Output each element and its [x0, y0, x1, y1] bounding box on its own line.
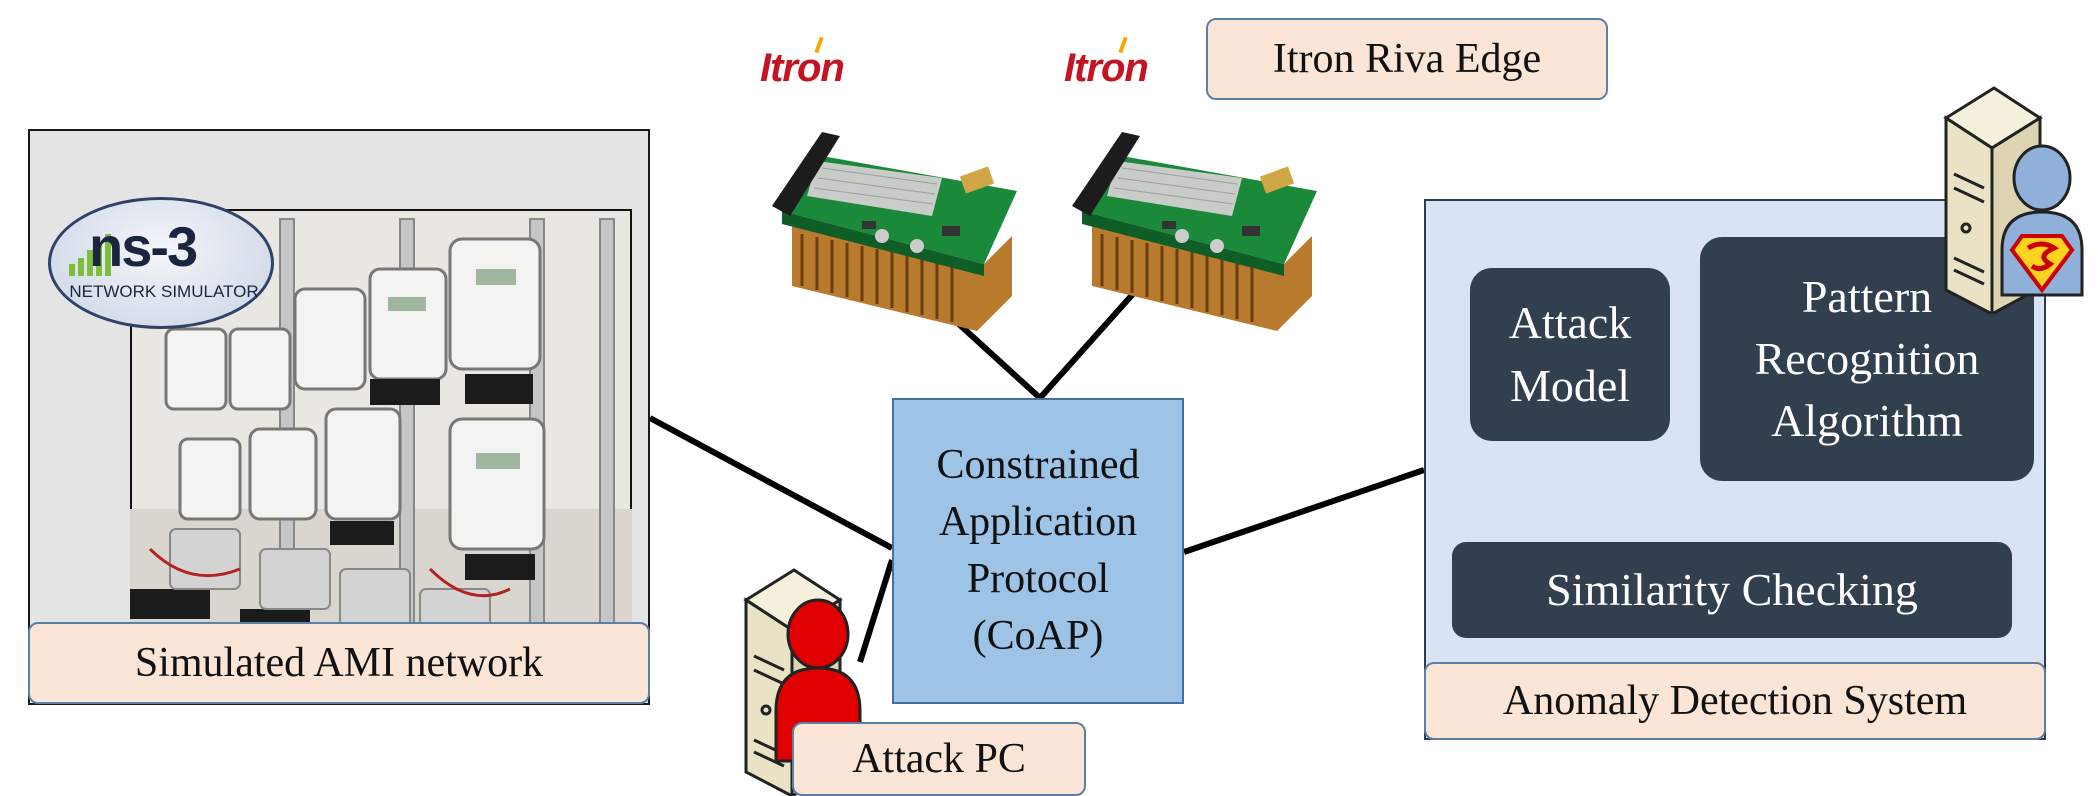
- defender-person-icon: [2000, 144, 2084, 297]
- attack-pc-text: Attack PC: [852, 736, 1026, 782]
- pattern-line-2: Recognition: [1754, 332, 1980, 384]
- signal-bars-icon: [69, 234, 111, 276]
- pattern-recognition-box: Pattern Recognition Algorithm: [1700, 237, 2034, 481]
- riva-edge-board-icon: [1072, 132, 1317, 331]
- itron-logo-icon: Itron: [760, 46, 845, 91]
- anomaly-detection-text: Anomaly Detection System: [1502, 678, 1968, 724]
- itron-riva-edge-text: Itron Riva Edge: [1272, 36, 1542, 82]
- coap-line-4: (CoAP): [972, 613, 1104, 660]
- pattern-line-1: Pattern: [1801, 270, 1933, 322]
- itron-logo-icon: Itron: [1064, 46, 1149, 91]
- itron-riva-edge-label: Itron Riva Edge: [1206, 18, 1608, 100]
- attack-model-line-1: Attack: [1508, 297, 1632, 349]
- ns3-logo-icon: ns-3 NETWORK SIMULATOR: [48, 197, 274, 329]
- link-coap-ads: [1183, 467, 1425, 555]
- coap-box: Constrained Application Protocol (CoAP): [892, 398, 1184, 704]
- coap-line-3: Protocol: [966, 556, 1110, 602]
- ns3-subtitle: NETWORK SIMULATOR: [69, 282, 259, 301]
- anomaly-detection-label: Anomaly Detection System: [1424, 662, 2046, 740]
- pattern-line-3: Algorithm: [1771, 395, 1963, 447]
- link-attacker-coap: [857, 559, 895, 663]
- link-board1-coap: [947, 313, 1043, 401]
- itron-logo-text-right: Itron: [1064, 46, 1149, 90]
- simulated-ami-label: Simulated AMI network: [28, 622, 650, 704]
- attack-model-box: Attack Model: [1470, 268, 1670, 441]
- simulated-ami-panel: ns-3 NETWORK SIMULATOR: [28, 129, 650, 705]
- ns3-word: ns-3: [89, 215, 198, 278]
- similarity-checking-box: Similarity Checking: [1452, 542, 2012, 638]
- link-ami-coap: [648, 415, 894, 551]
- superman-shield-icon: [2009, 234, 2075, 294]
- riva-edge-board-icon: [772, 132, 1017, 331]
- coap-line-1: Constrained: [936, 441, 1140, 488]
- similarity-text: Similarity Checking: [1546, 563, 1918, 615]
- itron-logo-text-left: Itron: [760, 46, 845, 90]
- attack-pc-label: Attack PC: [792, 722, 1086, 796]
- attack-model-line-2: Model: [1509, 359, 1631, 411]
- simulated-ami-text: Simulated AMI network: [134, 640, 544, 686]
- coap-line-2: Application: [938, 498, 1138, 545]
